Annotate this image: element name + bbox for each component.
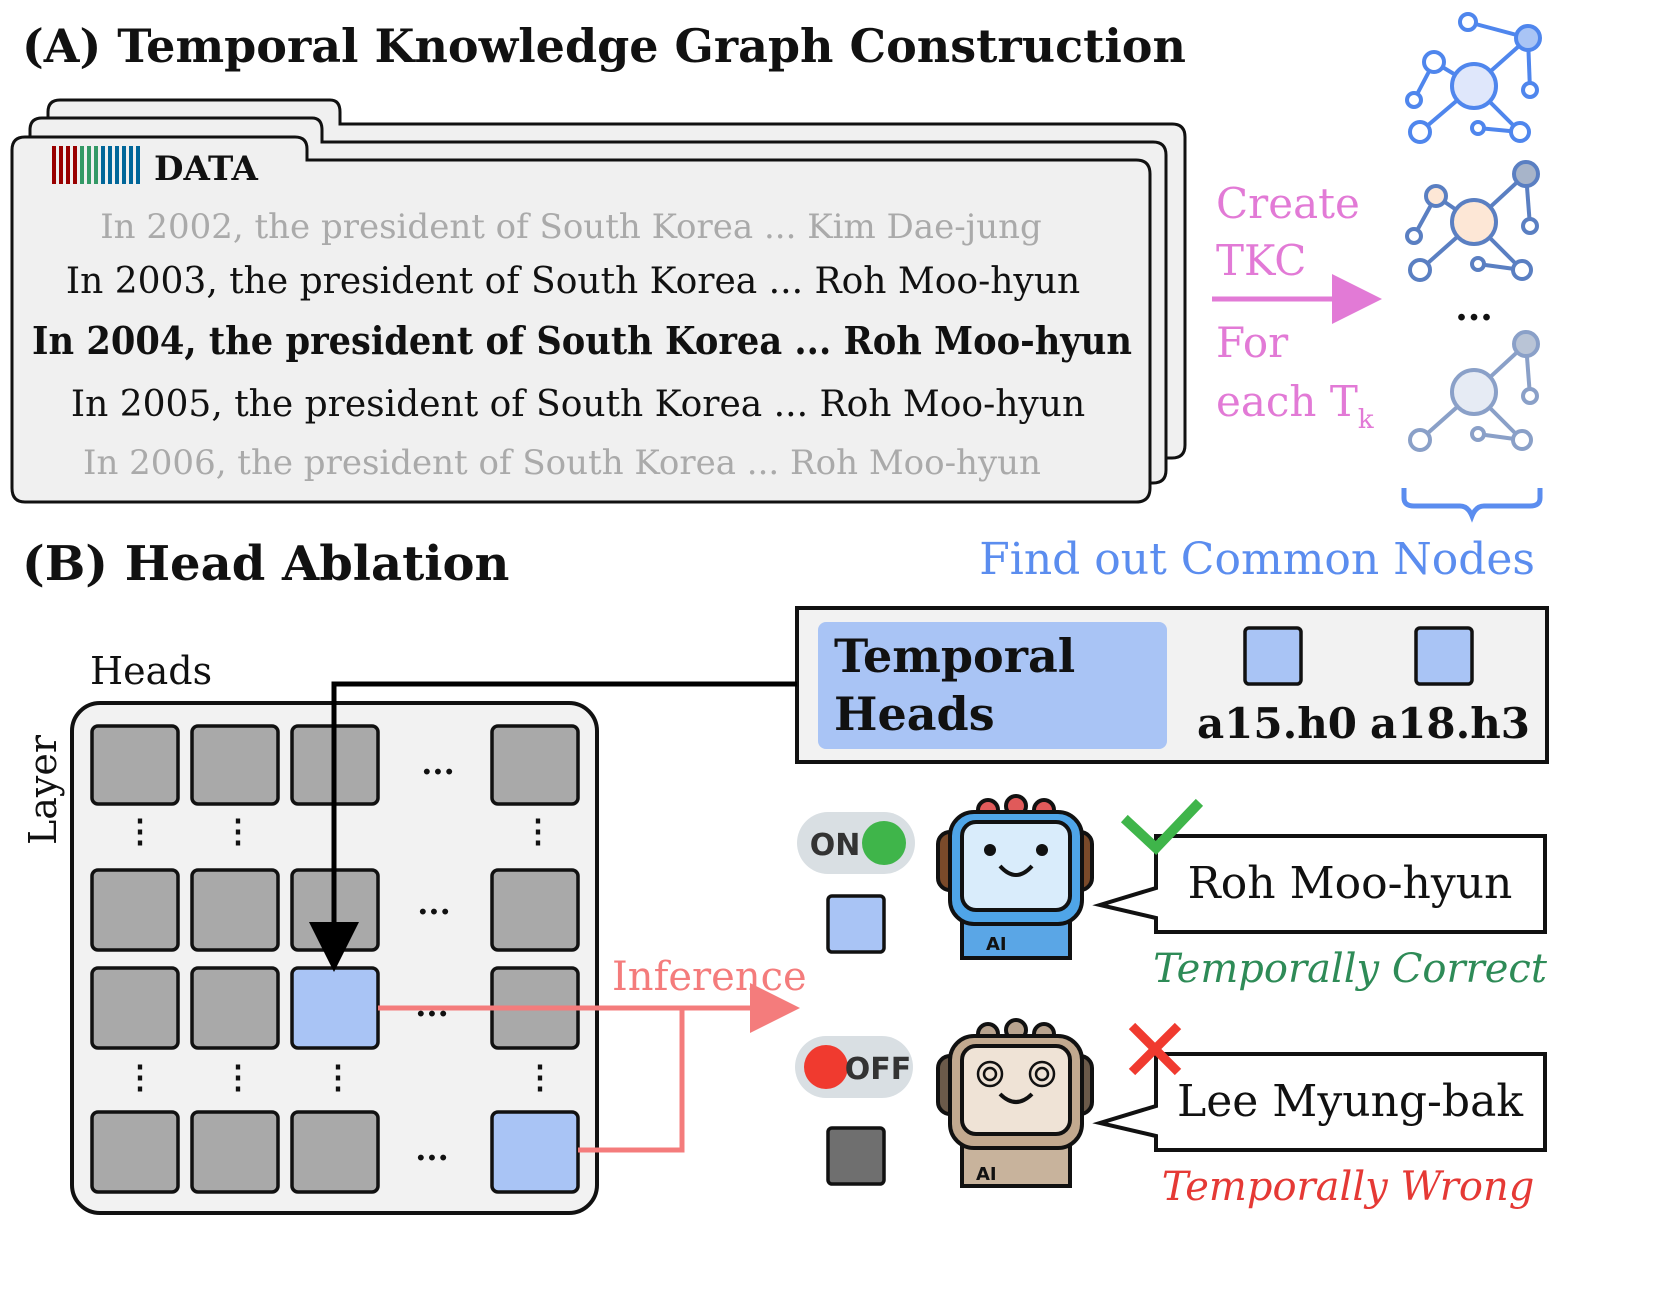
cross-icon xyxy=(1128,1022,1182,1076)
head-on-swatch xyxy=(826,894,886,954)
head-cell[interactable] xyxy=(190,868,280,952)
document-stack xyxy=(10,98,1187,504)
on-toggle-label: ON xyxy=(810,828,861,863)
off-toggle-label: OFF xyxy=(845,1052,912,1087)
robot-badge: AI xyxy=(986,934,1007,955)
section-b-title: (B) Head Ablation xyxy=(22,536,509,592)
answer-wrong: Lee Myung-bak xyxy=(1177,1076,1523,1127)
off-indicator-icon xyxy=(804,1045,848,1089)
temporal-heads-label-box xyxy=(818,622,1167,749)
grid-vdots: ⋮ xyxy=(522,812,554,850)
common-nodes-label: Find out Common Nodes xyxy=(979,534,1535,585)
heads-axis-label: Heads xyxy=(90,649,212,693)
verdict-correct: Temporally Correct xyxy=(1153,946,1548,992)
graph-ellipsis: ... xyxy=(1455,287,1493,329)
temporal-head-id-2: a18.h3 xyxy=(1370,699,1530,748)
grid-vdots: ⋮ xyxy=(124,812,156,850)
head-cell[interactable] xyxy=(490,724,580,806)
temporal-heads-label-line2: Heads xyxy=(834,687,995,741)
check-icon xyxy=(1120,798,1204,856)
layer-axis-label: Layer xyxy=(21,734,65,845)
grid-vdots: ⋮ xyxy=(124,1058,156,1096)
arrow-label-for: For xyxy=(1216,318,1289,367)
temporal-head-swatch-1 xyxy=(1243,626,1303,686)
document-card-front xyxy=(10,135,1152,504)
data-barcode-icon xyxy=(52,146,140,184)
robot-badge: AI xyxy=(976,1164,997,1185)
answer-bubble-correct xyxy=(1092,834,1547,934)
robot-off-icon: AI xyxy=(936,1018,1094,1188)
temporal-head-cell[interactable] xyxy=(490,1110,580,1194)
arrow-label-tkc: TKC xyxy=(1216,236,1306,285)
head-cell[interactable] xyxy=(190,966,280,1050)
arrow-label-create: Create xyxy=(1216,179,1360,228)
off-toggle[interactable]: OFF xyxy=(795,1036,913,1098)
verdict-wrong: Temporally Wrong xyxy=(1162,1164,1535,1210)
inference-connector xyxy=(378,983,800,1153)
grid-ellipsis: ... xyxy=(417,884,450,922)
robot-on-icon: AI xyxy=(936,794,1094,960)
answer-bubble-wrong xyxy=(1092,1052,1547,1152)
temporal-head-id-1: a15.h0 xyxy=(1197,699,1357,748)
grid-ellipsis: ... xyxy=(415,1130,448,1168)
temporal-head-cell[interactable] xyxy=(290,966,380,1050)
head-cell[interactable] xyxy=(90,1110,180,1194)
on-indicator-icon xyxy=(862,821,906,865)
temporal-head-pointer xyxy=(309,681,797,972)
knowledge-graph-icon-1 xyxy=(1405,12,1542,144)
on-toggle[interactable]: ON xyxy=(797,812,915,874)
section-a-title: (A) Temporal Knowledge Graph Constructio… xyxy=(22,19,1186,73)
head-cell[interactable] xyxy=(190,1110,280,1194)
grid-vdots: ⋮ xyxy=(222,812,254,850)
temporal-head-swatch-2 xyxy=(1414,626,1474,686)
sentence-2003: In 2003, the president of South Korea ..… xyxy=(66,261,1080,302)
grid-ellipsis: ... xyxy=(421,744,454,782)
temporal-heads-label-line1: Temporal xyxy=(834,629,1075,683)
head-cell[interactable] xyxy=(90,724,180,806)
sentence-2002: In 2002, the president of South Korea ..… xyxy=(100,207,1042,247)
grid-vdots: ⋮ xyxy=(524,1058,556,1096)
arrow-label-each: each Tk xyxy=(1216,377,1374,435)
head-cell[interactable] xyxy=(90,868,180,952)
grid-ellipsis: ... xyxy=(415,986,448,1024)
common-nodes-brace xyxy=(1401,488,1543,523)
grid-vdots: ⋮ xyxy=(222,1058,254,1096)
inference-label: Inference xyxy=(612,954,807,1000)
sentence-2005: In 2005, the president of South Korea ..… xyxy=(71,384,1085,425)
knowledge-graph-icon-2 xyxy=(1405,160,1540,282)
knowledge-graph-icon-3 xyxy=(1408,330,1540,452)
sentence-2006: In 2006, the president of South Korea ..… xyxy=(83,443,1041,483)
answer-correct: Roh Moo-hyun xyxy=(1188,858,1513,909)
data-badge-label: DATA xyxy=(154,149,258,189)
sentence-2004: In 2004, the president of South Korea ..… xyxy=(32,318,1132,363)
head-cell[interactable] xyxy=(190,724,280,806)
head-cell[interactable] xyxy=(290,1110,380,1194)
head-cell[interactable] xyxy=(490,868,580,952)
grid-vdots: ⋮ xyxy=(322,1058,354,1096)
head-off-swatch xyxy=(826,1126,886,1186)
head-cell[interactable] xyxy=(90,966,180,1050)
